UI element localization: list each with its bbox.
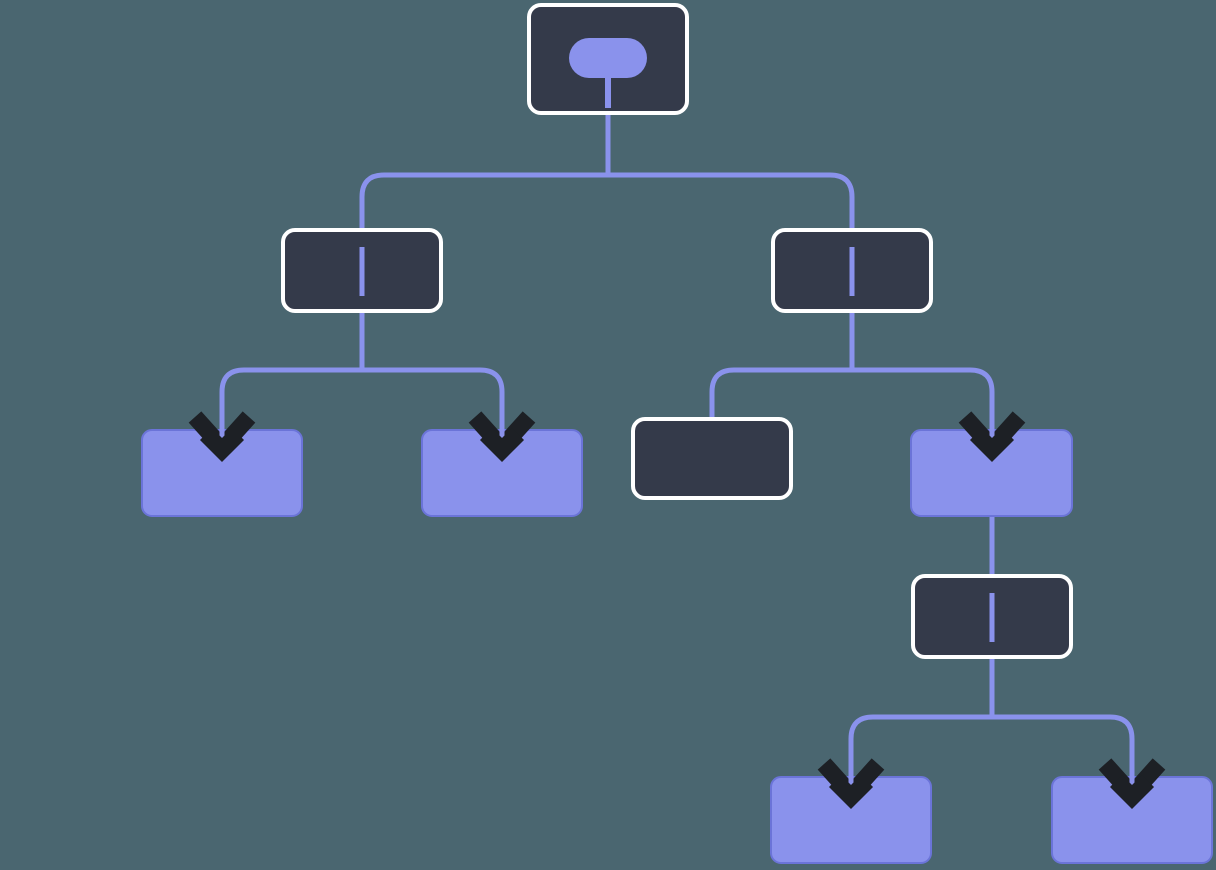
edge-bus3-to-child-a [709, 367, 852, 425]
arrowhead-overlay-l1-a [199, 427, 245, 463]
edge-bus1-to-left-child [359, 172, 608, 240]
edge-bus2-to-child-a [219, 367, 362, 442]
arrowhead-overlay-layer [199, 427, 1155, 810]
edge-bus3-to-child-b [852, 367, 995, 442]
edge-bus2-to-child-b [362, 367, 505, 442]
arrowhead-overlay-l1-b [479, 427, 525, 463]
connector-tip-layer [219, 400, 1135, 790]
inner-line-layer [359, 247, 995, 642]
arrowhead-overlay-r1-b [969, 427, 1015, 463]
node-r1-a[interactable] [631, 417, 793, 500]
edge-bus4-to-child-b [992, 714, 1135, 789]
arrowhead-overlay-r2-a [828, 774, 874, 810]
purple-node-layer [141, 429, 1213, 864]
root-pill-badge [569, 38, 647, 78]
edge-bus4-to-child-a [848, 714, 992, 789]
edge-bus1-to-right-child [608, 172, 855, 240]
root-pill-stem [605, 60, 611, 108]
connector-layer [219, 106, 1135, 789]
arrowhead-overlay-r2-b [1109, 774, 1155, 810]
